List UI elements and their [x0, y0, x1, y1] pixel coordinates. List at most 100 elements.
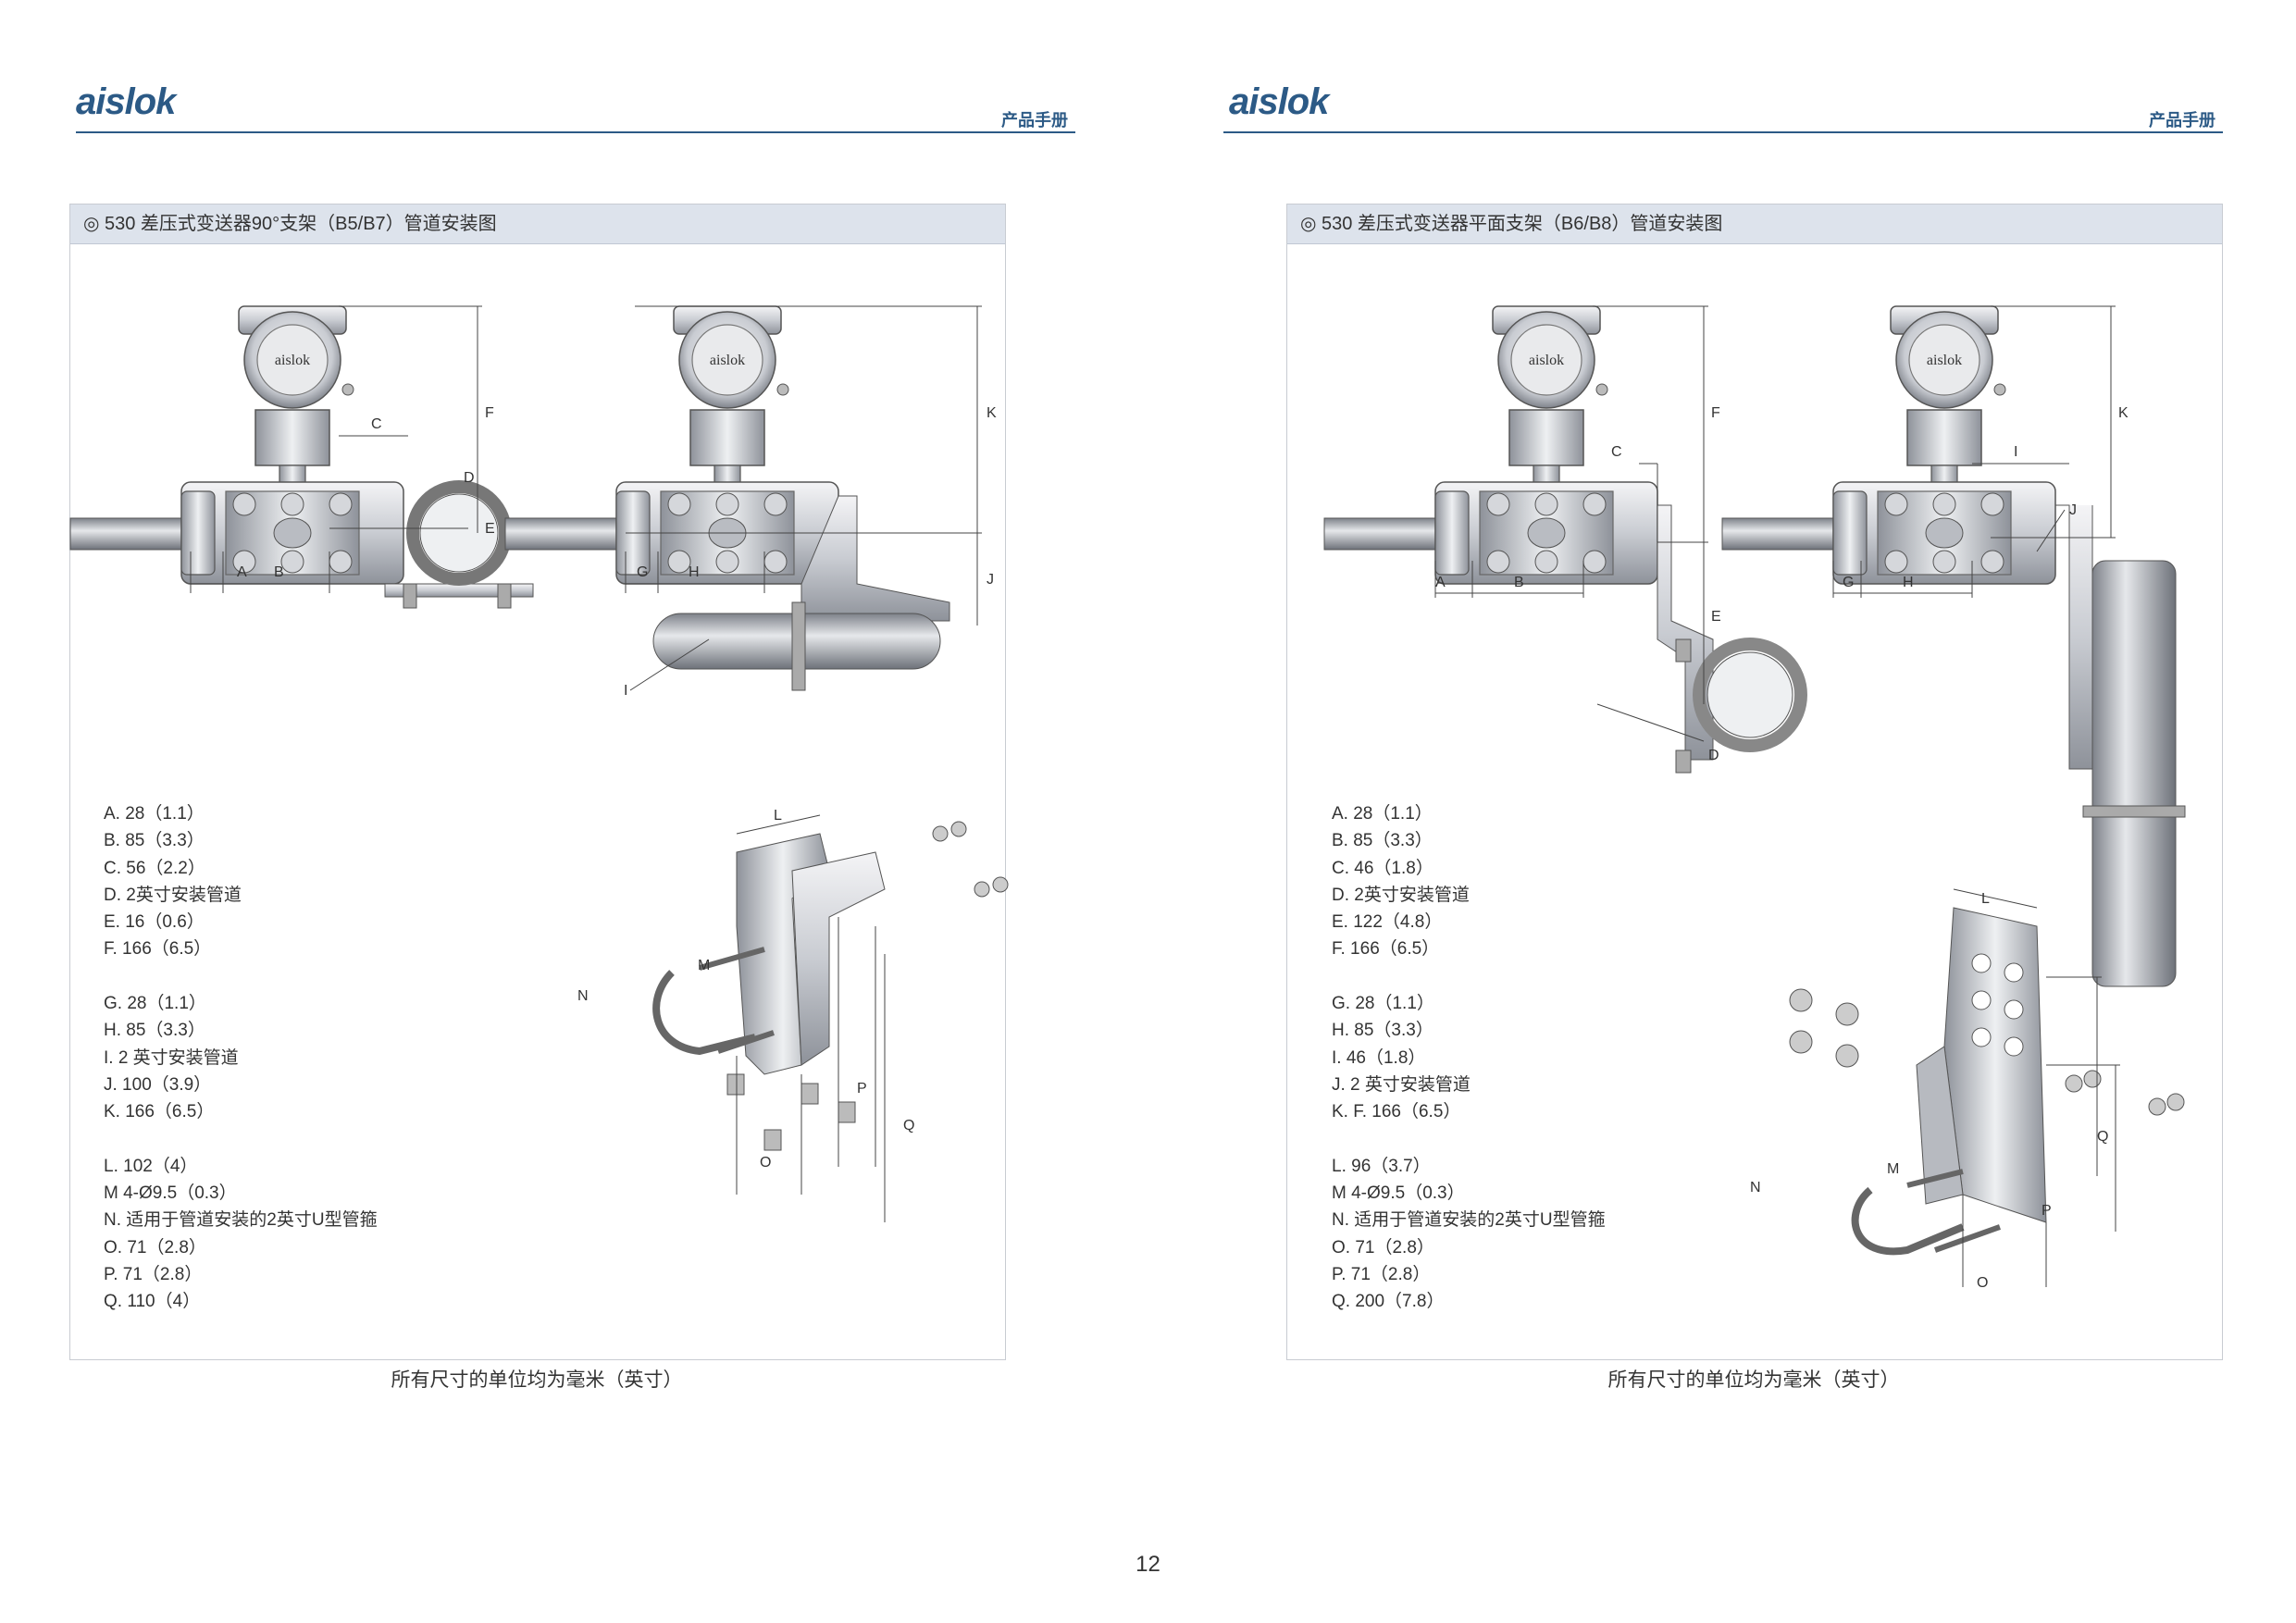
dim-label-c: C [371, 416, 382, 432]
dim-label-f: F [485, 405, 494, 421]
legend-item: O. 71（2.8） [1332, 1237, 1434, 1258]
legend-item: B. 85（3.3） [104, 831, 205, 851]
transmitter-view-1: aislok [69, 305, 534, 609]
legend-item: D. 2英寸安装管道 [104, 885, 242, 905]
dimension-labels-exploded: L M N O P Q [577, 808, 914, 1171]
device-brand: aislok [275, 353, 310, 368]
dim-label-n: N [1750, 1180, 1761, 1196]
brand-logo: aislok [1229, 81, 1329, 122]
dimension-legend: A. 28（1.1） B. 85（3.3） C. 46（1.8） D. 2英寸安装管道… [1332, 800, 1606, 1316]
header-rule [76, 131, 1075, 133]
dim-label-g: G [1843, 575, 1854, 590]
exploded-bracket-view [652, 814, 1009, 1222]
legend-gap [104, 1126, 378, 1153]
legend-item: Q. 200（7.8） [1332, 1292, 1445, 1312]
dim-label-l: L [774, 808, 782, 824]
dim-label-b: B [1514, 575, 1524, 590]
dim-label-g: G [637, 564, 648, 580]
legend-item: I. 46（1.8） [1332, 1047, 1426, 1068]
legend-item: K. F. 166（6.5） [1332, 1102, 1461, 1122]
drawing-panel: ◎ 530 差压式变送器平面支架（B6/B8）管道安装图 aislok aisl… [1286, 204, 2223, 1360]
legend-item: F. 166（6.5） [104, 939, 212, 960]
legend-item: L. 102（4） [104, 1156, 198, 1176]
legend-item: G. 28（1.1） [104, 994, 206, 1014]
dim-label-i: I [2014, 444, 2017, 460]
legend-gap [104, 963, 378, 990]
legend-item: L. 96（3.7） [1332, 1156, 1431, 1176]
legend-item: K. 166（6.5） [104, 1102, 215, 1122]
legend-item: H. 85（3.3） [1332, 1021, 1433, 1041]
legend-item: M 4-Ø9.5（0.3） [104, 1183, 237, 1204]
panel-title: ◎ 530 差压式变送器90°支架（B5/B7）管道安装图 [70, 204, 1005, 244]
legend-item: J. 100（3.9） [104, 1074, 212, 1095]
dim-label-m: M [698, 958, 710, 973]
legend-item: I. 2 英寸安装管道 [104, 1047, 239, 1068]
dim-label-a: A [237, 564, 247, 580]
dim-label-e: E [485, 521, 495, 537]
legend-item: N. 适用于管道安装的2英寸U型管箍 [104, 1210, 378, 1231]
page-number: 12 [1136, 1552, 1160, 1577]
legend-item: O. 71（2.8） [104, 1237, 206, 1258]
units-note: 所有尺寸的单位均为毫米（英寸） [1607, 1369, 1900, 1391]
legend-item: C. 46（1.8） [1332, 858, 1433, 878]
dim-label-h: H [689, 564, 700, 580]
dim-label-j: J [987, 572, 994, 588]
transmitter-view-2: aislok [1721, 305, 2186, 987]
handbook-label: 产品手册 [1001, 111, 1068, 130]
units-note: 所有尺寸的单位均为毫米（英寸） [391, 1369, 683, 1391]
drawing-panel: ◎ 530 差压式变送器90°支架（B5/B7）管道安装图 aislok ais… [69, 204, 1009, 1360]
legend-item: J. 2 英寸安装管道 [1332, 1074, 1471, 1095]
mounting-drawings: aislok aislok [69, 305, 1009, 1222]
legend-gap [1332, 1126, 1606, 1153]
legend-item: Q. 110（4） [104, 1292, 201, 1312]
dim-label-c: C [1611, 444, 1622, 460]
dim-label-o: O [1977, 1275, 1988, 1291]
legend-item: B. 85（3.3） [1332, 831, 1433, 851]
dimension-labels-view-1: A B C D E F G H I J K [237, 405, 997, 699]
legend-item: A. 28（1.1） [1332, 804, 1433, 824]
dim-label-p: P [857, 1081, 867, 1096]
device-brand: aislok [1529, 353, 1564, 368]
legend-item: N. 适用于管道安装的2英寸U型管箍 [1332, 1210, 1606, 1231]
handbook-label: 产品手册 [2149, 111, 2215, 130]
dim-label-b: B [274, 564, 284, 580]
device-brand: aislok [710, 353, 745, 368]
dim-label-d: D [464, 470, 475, 486]
legend-item: P. 71（2.8） [104, 1265, 203, 1285]
dim-label-d: D [1708, 748, 1719, 763]
dim-label-m: M [1887, 1161, 1899, 1177]
brand-logo: aislok [76, 81, 176, 122]
header-rule [1223, 131, 2223, 133]
dim-label-f: F [1711, 405, 1720, 421]
legend-item: P. 71（2.8） [1332, 1265, 1431, 1285]
dimension-labels-exploded: L M N O P Q [1750, 891, 2108, 1291]
legend-item: H. 85（3.3） [104, 1021, 205, 1041]
device-brand: aislok [1927, 353, 1962, 368]
dim-label-o: O [760, 1155, 771, 1171]
dim-label-a: A [1435, 575, 1446, 590]
legend-item: G. 28（1.1） [1332, 994, 1434, 1014]
dim-label-k: K [987, 405, 997, 421]
dim-label-n: N [577, 988, 589, 1004]
dim-label-p: P [2042, 1203, 2052, 1219]
dimension-legend: A. 28（1.1） B. 85（3.3） C. 56（2.2） D. 2英寸安装管道… [104, 800, 378, 1316]
legend-item: F. 166（6.5） [1332, 939, 1440, 960]
dim-label-q: Q [903, 1118, 914, 1134]
right-page: aislok 产品手册 ◎ 530 差压式变送器平面支架（B6/B8）管道安装图… [1148, 0, 2296, 1623]
dimension-labels-view-1: A B C D E F G H I J K [1435, 405, 2128, 763]
dim-label-j: J [2069, 502, 2077, 518]
legend-item: M 4-Ø9.5（0.3） [1332, 1183, 1465, 1204]
panel-title: ◎ 530 差压式变送器平面支架（B6/B8）管道安装图 [1287, 204, 2222, 244]
legend-gap [1332, 963, 1606, 990]
dim-label-h: H [1903, 575, 1914, 590]
left-page: aislok 产品手册 ◎ 530 差压式变送器90°支架（B5/B7）管道安装… [69, 81, 1075, 1391]
dim-label-q: Q [2097, 1129, 2108, 1145]
dim-label-i: I [624, 683, 627, 699]
dim-label-l: L [1981, 891, 1990, 907]
legend-item: D. 2英寸安装管道 [1332, 885, 1470, 905]
dim-label-k: K [2118, 405, 2128, 421]
legend-item: C. 56（2.2） [104, 858, 205, 878]
legend-item: E. 122（4.8） [1332, 912, 1443, 933]
mounting-drawings: aislok aislok [1323, 305, 2186, 1291]
legend-item: A. 28（1.1） [104, 804, 205, 824]
